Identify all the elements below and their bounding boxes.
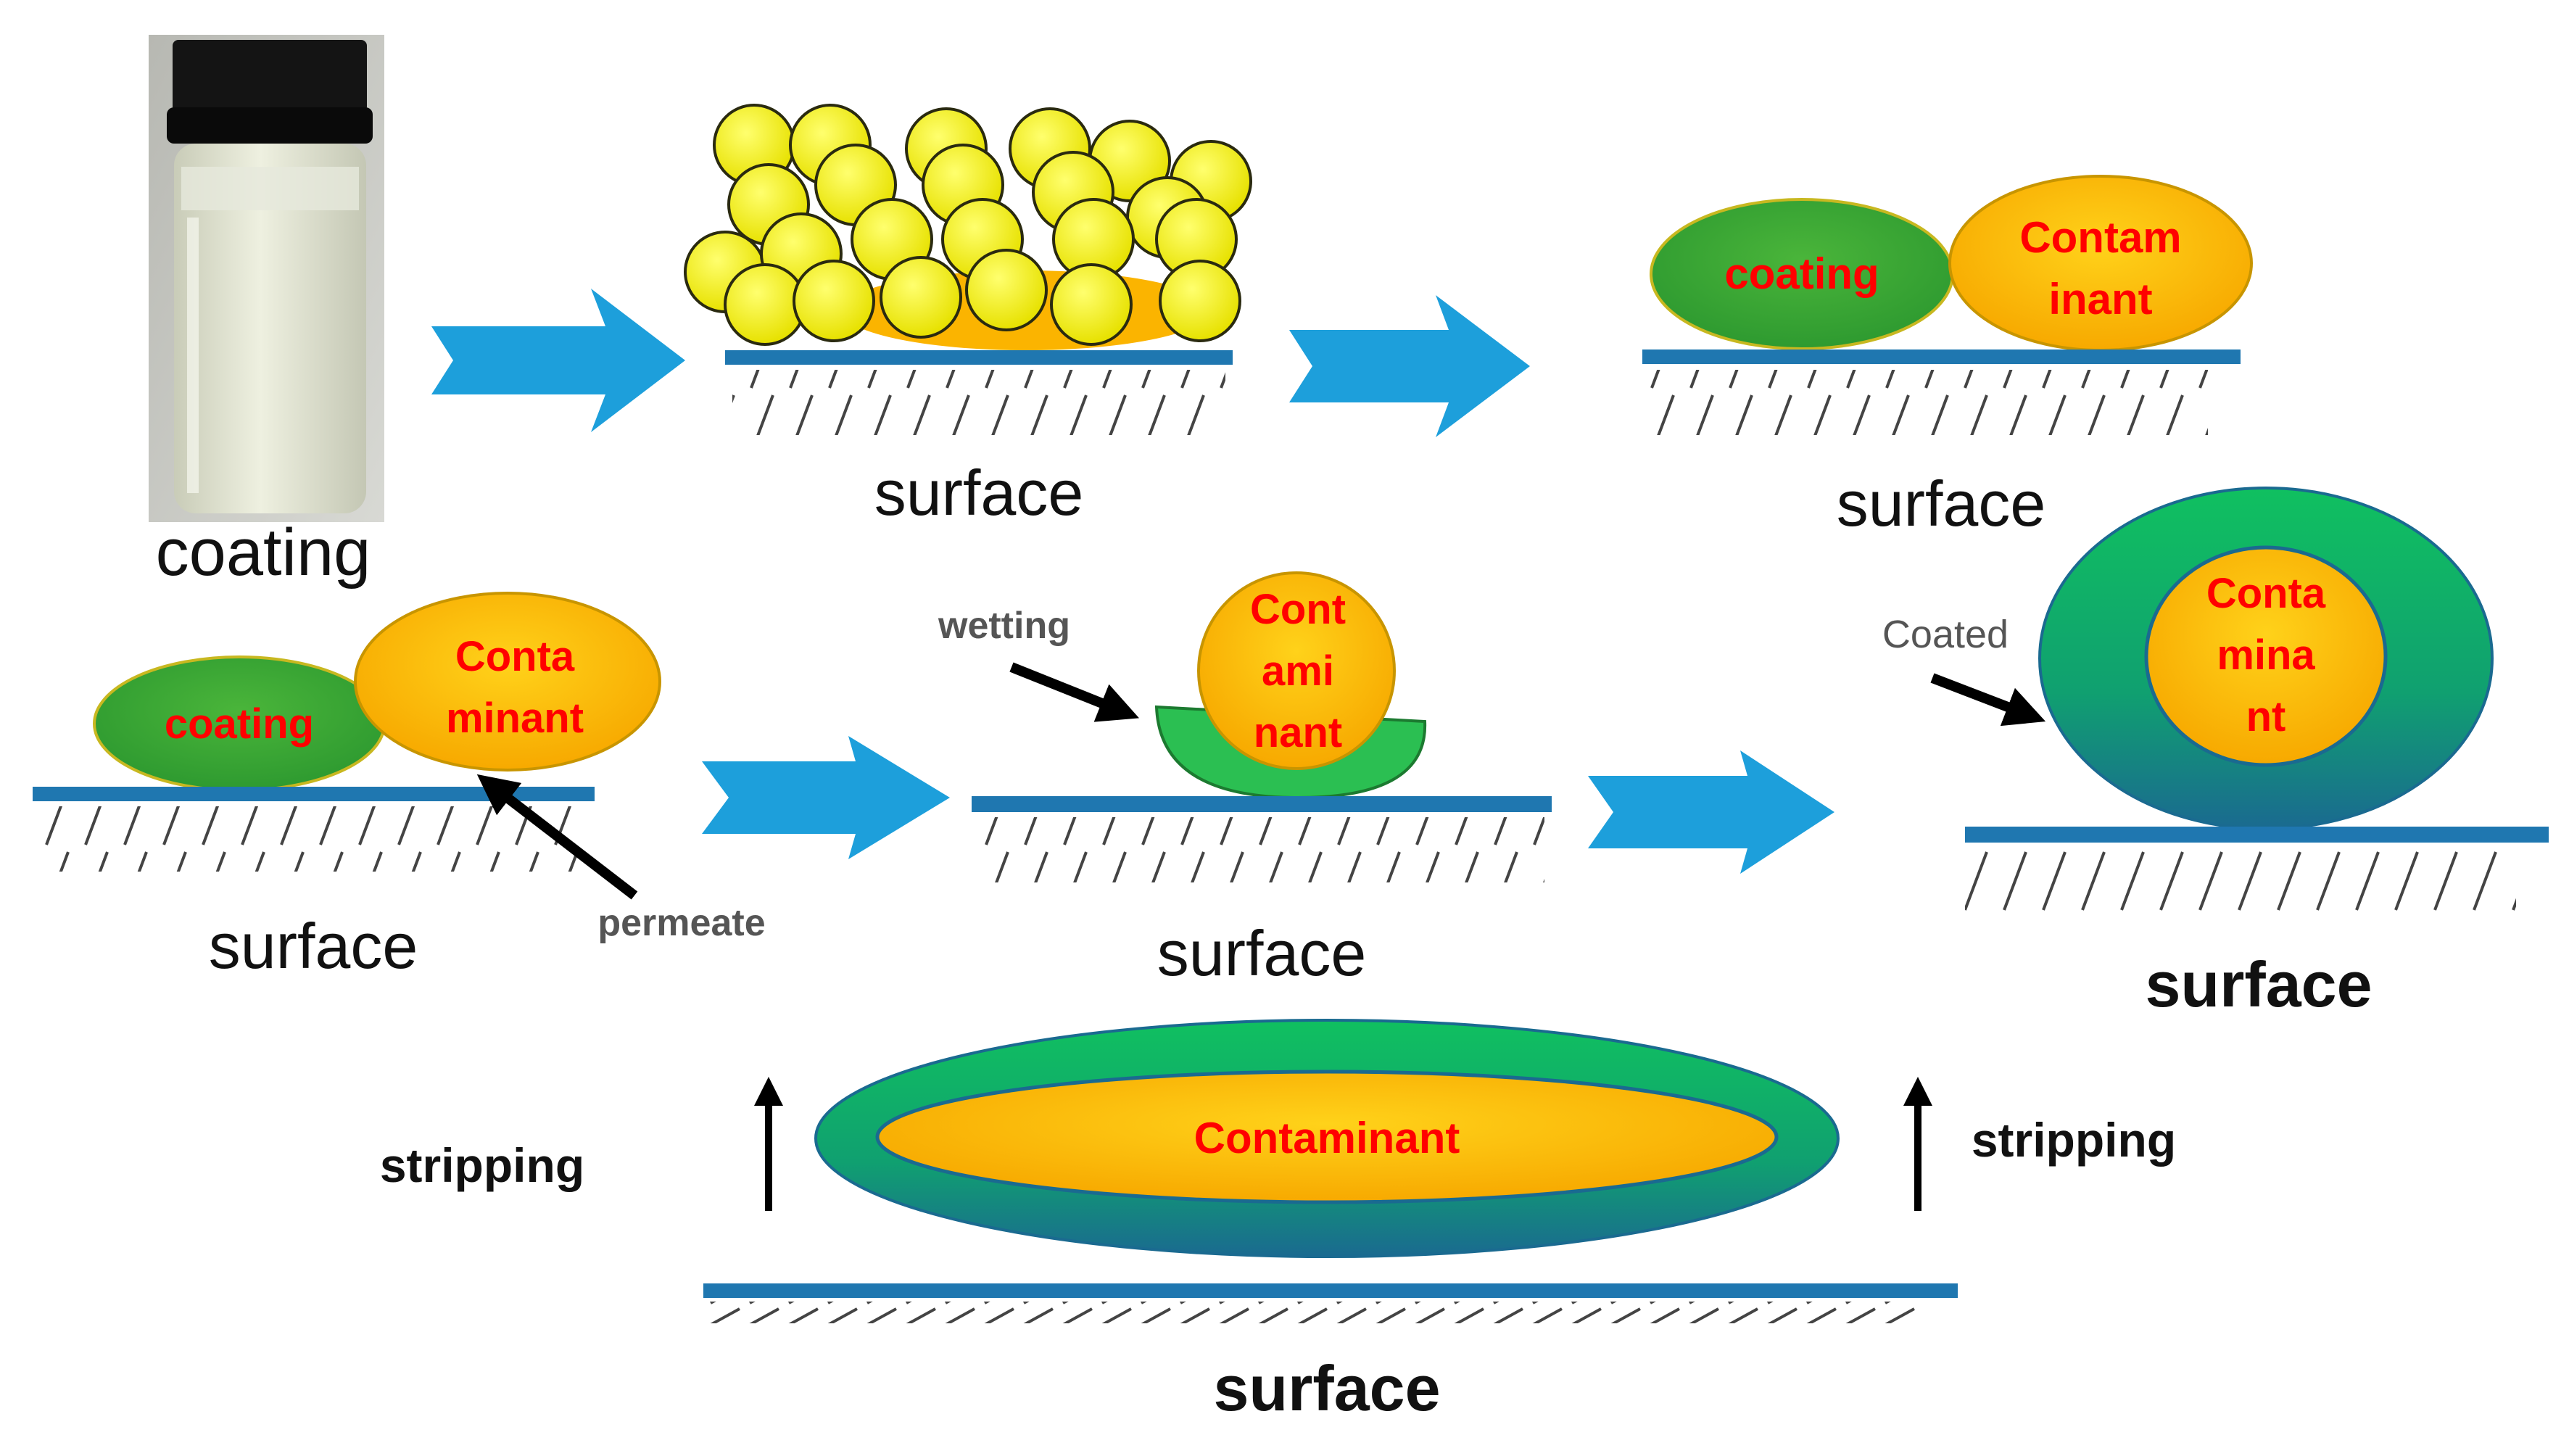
particle [1159, 260, 1241, 342]
coated-label: Coated [1882, 613, 2009, 656]
stage7-contaminant-layer [875, 1070, 1779, 1204]
stage7-surface-line [703, 1283, 1958, 1298]
stage3-hatching [1642, 370, 2208, 435]
stage6-hatching [1965, 848, 2516, 914]
stripping-label-right: stripping [1972, 1113, 2176, 1167]
stage6-surface-line [1965, 827, 2549, 843]
stage4-surface-label: surface [209, 910, 418, 982]
stage4-contaminant-blob [354, 592, 661, 772]
wetting-label: wetting [938, 605, 1070, 647]
stage4-coating-label: coating [165, 700, 314, 748]
coated-arrow [1930, 673, 2046, 727]
permeate-arrow [476, 774, 638, 900]
stage5-surface-label: surface [1157, 917, 1367, 989]
stripping-label-left: stripping [380, 1138, 584, 1192]
stage6-contaminant-label-2: mina [2217, 632, 2315, 679]
stage6-contaminant-label-3: nt [2246, 693, 2286, 740]
stage5-hatching [975, 817, 1544, 882]
stage5-contaminant-ball [1197, 571, 1396, 770]
stage6-surface-label: surface [2145, 948, 2372, 1020]
coating-caption: coating [156, 516, 371, 590]
stage4-surface-line [33, 787, 595, 801]
stage6-contaminant-label-1: Conta [2206, 570, 2326, 617]
stage4-contaminant-label-1: Conta [455, 633, 575, 680]
particle [1050, 263, 1133, 346]
stage5-contaminant-label-1: Cont [1250, 586, 1346, 633]
wetting-arrow [1009, 662, 1139, 722]
stage7-contaminant-label: Contaminant [1194, 1114, 1460, 1162]
stage3-surface-line [1642, 349, 2241, 364]
flow-arrow-3 [702, 736, 950, 859]
particle [880, 256, 962, 339]
stage3-surface-label: surface [1837, 468, 2046, 539]
stage3-contaminant-label-1: Contam [2019, 213, 2181, 262]
particle [965, 249, 1048, 331]
stage7-surface-label: surface [1213, 1352, 1440, 1424]
stage6-contaminant-core [2144, 545, 2388, 767]
stage2-hatching [732, 370, 1225, 435]
coating-vial-photo [149, 35, 384, 522]
stage5-contaminant-label-2: ami [1262, 648, 1334, 695]
stage3-contaminant-label-2: inant [2048, 275, 2152, 323]
stage3-contaminant-blob [1948, 175, 2253, 352]
flow-arrow-1 [431, 289, 685, 432]
flow-arrow-2 [1289, 295, 1530, 437]
flow-arrow-4 [1588, 750, 1834, 874]
stage4-hatching [33, 806, 584, 872]
stage2-particle-layer [684, 104, 1252, 350]
stage4-contaminant-label-2: minant [446, 695, 584, 742]
particle [793, 260, 875, 342]
stage5-surface-line [972, 796, 1552, 812]
stage2-surface-line [725, 350, 1233, 365]
stage3-coating-label: coating [1724, 249, 1879, 298]
stage2-surface-label: surface [874, 457, 1084, 529]
stage5-contaminant-label-3: nant [1254, 709, 1342, 756]
stage7-hatching [707, 1302, 1921, 1323]
permeate-label: permeate [597, 902, 765, 944]
